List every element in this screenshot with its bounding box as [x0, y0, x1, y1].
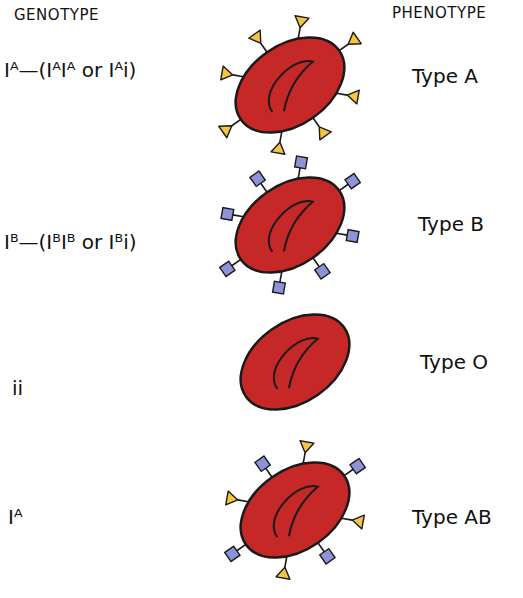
phenotype-label: Type B	[418, 212, 484, 236]
type-b-cell	[187, 127, 392, 323]
phenotype-label: Type A	[412, 64, 478, 88]
column-heading: GENOTYPE	[14, 6, 99, 24]
type-ab-cell	[192, 412, 397, 598]
type-a-cell	[187, 0, 392, 183]
genotype-label: Iᴬ—(IᴬIᴬ or Iᴬi)	[4, 58, 136, 82]
type-o-cell	[223, 295, 367, 429]
phenotype-label: Type O	[420, 350, 488, 374]
genotype-label: Iᴮ—(IᴮIᴮ or Iᴮi)	[4, 230, 137, 254]
genotype-label: ii	[12, 376, 23, 400]
phenotype-label: Type AB	[412, 505, 492, 529]
column-heading: PHENOTYPE	[392, 4, 486, 22]
genotype-label: Iᴬ	[8, 505, 23, 529]
